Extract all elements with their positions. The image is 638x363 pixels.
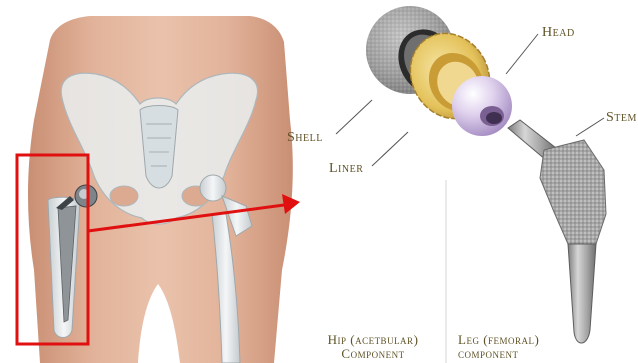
caption-hip-line2: Component	[314, 347, 432, 361]
caption-leg-component: Leg (femoral) component	[458, 333, 568, 361]
label-liner: Liner	[329, 162, 363, 176]
label-stem: Stem	[606, 111, 637, 125]
caption-hip-line1: Hip (acetbular)	[314, 333, 432, 347]
label-head: Head	[542, 26, 575, 40]
caption-hip-component: Hip (acetbular) Component	[314, 333, 432, 361]
femoral-head	[452, 76, 512, 136]
sacrum	[140, 106, 178, 189]
femoral-stem	[508, 120, 606, 343]
caption-leg-line2: component	[458, 347, 568, 361]
caption-leg-line1: Leg (femoral)	[458, 333, 568, 347]
body-illustration	[28, 16, 293, 363]
label-shell: Shell	[287, 131, 323, 145]
